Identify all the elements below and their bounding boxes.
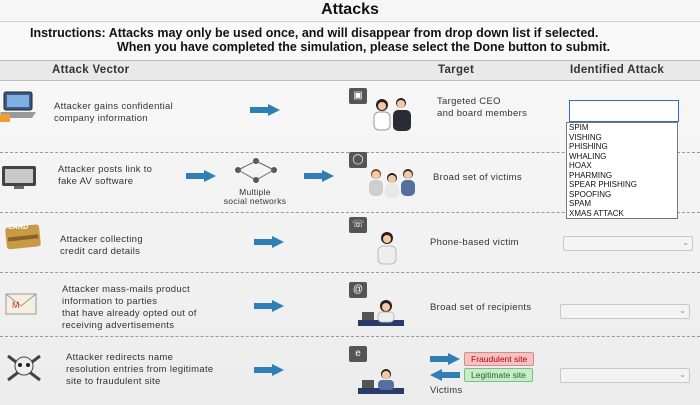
vector-line: site to fraudulent site: [66, 376, 161, 387]
target-text-2: Broad set of victims: [433, 172, 522, 184]
dropdown-option-xmas-attack[interactable]: XMAS ATTACK: [569, 208, 624, 218]
vector-line: fake AV software: [58, 176, 134, 187]
card-label: CARD: [8, 224, 29, 231]
credit-card-icon: [5, 224, 41, 250]
vector-line: Attacker redirects name: [66, 352, 174, 363]
dropdown-option-spear-phishing[interactable]: SPEAR PHISHING: [569, 180, 638, 189]
target-line: Victims: [430, 385, 463, 396]
vector-line: company information: [54, 113, 148, 124]
dropdown-option-spim[interactable]: SPIM: [569, 123, 589, 132]
vector-text-1: Attacker gains confidential company info…: [54, 101, 173, 125]
identified-attack-select-1[interactable]: [569, 100, 679, 122]
arrow-icon: [186, 170, 216, 182]
arrow-icon: [254, 236, 284, 248]
phone-icon: ☏: [349, 217, 367, 233]
column-header-vector: Attack Vector: [52, 64, 130, 76]
dropdown-option-vishing[interactable]: VISHING: [569, 132, 602, 142]
vector-text-4: Attacker mass-mails product information …: [62, 284, 197, 332]
email-envelope-icon: M: [5, 293, 37, 315]
legitimate-site-label: Legitimate site: [464, 368, 533, 382]
dropdown-option-spam[interactable]: SPAM: [569, 199, 592, 208]
dropdown-option-pharming[interactable]: PHARMING: [569, 170, 613, 180]
social-network-icon: [235, 158, 277, 183]
arrow-icon: [254, 364, 284, 376]
page-title: Attacks: [321, 1, 379, 18]
column-header-identified: Identified Attack: [570, 64, 665, 76]
vector-text-3: Attacker collecting credit card details: [60, 234, 143, 258]
dropdown-option-spoofing[interactable]: SPOOFING: [569, 189, 612, 199]
table-header: Attack Vector Target Identified Attack: [0, 60, 700, 81]
vector-line: information to parties: [62, 296, 158, 307]
arrow-icon: [250, 104, 280, 116]
at-sign-icon: @: [349, 282, 367, 298]
identified-attack-dropdown-list: SPIM VISHING PHISHING WHALING HOAX PHARM…: [566, 122, 678, 219]
target-line: Broad set of victims: [433, 172, 522, 183]
vector-line: Attacker collecting: [60, 234, 143, 245]
target-text-5: Victims: [430, 385, 463, 397]
middle-line: Multiple: [239, 187, 271, 197]
title-bar: Attacks: [0, 0, 700, 22]
arrow-icon: [430, 353, 460, 365]
vector-line: that have already opted out of: [62, 308, 197, 319]
target-text-1: Targeted CEO and board members: [437, 96, 527, 120]
vector-text-5: Attacker redirects name resolution entri…: [66, 352, 213, 388]
arrow-icon: [254, 300, 284, 312]
identified-attack-select-5[interactable]: ⌄: [560, 368, 690, 383]
vector-text-2: Attacker posts link to fake AV software: [58, 164, 152, 188]
target-line: Phone-based victim: [430, 237, 519, 248]
laptop-icon: [0, 91, 36, 122]
dropdown-option-phishing[interactable]: PHISHING: [569, 142, 608, 151]
row-divider: [0, 336, 700, 337]
social-networks-label: Multiple social networks: [220, 188, 290, 206]
dropdown-option-whaling[interactable]: WHALING: [569, 151, 607, 161]
instructions-line-1: Instructions: Attacks may only be used o…: [30, 26, 599, 40]
instructions-line-2: When you have completed the simulation, …: [117, 40, 611, 54]
target-text-3: Phone-based victim: [430, 237, 519, 249]
skull-crossbones-icon: [7, 354, 41, 382]
identified-attack-select-4[interactable]: ⌄: [560, 304, 690, 319]
globe-icon: ◯: [349, 152, 367, 168]
victim-computer-icon: [358, 369, 404, 394]
target-line: and board members: [437, 108, 528, 119]
target-line: Targeted CEO: [437, 96, 501, 107]
identified-attack-select-3[interactable]: ⌄: [563, 236, 693, 251]
vector-line: Attacker posts link to: [58, 164, 153, 175]
vector-line: receiving advertisements: [62, 320, 175, 331]
chevron-down-icon: ⌄: [682, 238, 689, 247]
middle-line: social networks: [223, 196, 287, 206]
fraudulent-site-label: Fraudulent site: [464, 352, 535, 366]
ceo-people-icon: [373, 98, 411, 131]
vector-line: resolution entries from legitimate: [66, 364, 214, 375]
chevron-down-icon: ⌄: [679, 370, 686, 379]
browser-e-icon: e: [349, 346, 367, 362]
dropdown-option-hoax[interactable]: HOAX: [569, 161, 592, 170]
chevron-down-icon: ⌄: [679, 306, 686, 315]
row-divider: [0, 272, 700, 273]
target-text-4: Broad set of recipients: [430, 302, 531, 314]
vector-line: Attacker gains confidential: [54, 101, 173, 112]
vector-line: credit card details: [60, 246, 141, 257]
recipients-icon: [358, 300, 404, 326]
arrow-icon: [430, 369, 460, 381]
instructions: Instructions: Attacks may only be used o…: [30, 26, 670, 54]
svg-text:M: M: [12, 300, 20, 310]
monitor-icon: [2, 166, 36, 189]
column-header-target: Target: [438, 64, 475, 76]
phone-victim-icon: [377, 232, 397, 265]
briefcase-icon: ▣: [349, 88, 367, 104]
arrow-icon: [304, 170, 334, 182]
row-divider: [0, 212, 700, 213]
target-line: Broad set of recipients: [430, 302, 532, 313]
vector-line: Attacker mass-mails product: [62, 284, 190, 295]
group-people-icon: [369, 169, 415, 198]
